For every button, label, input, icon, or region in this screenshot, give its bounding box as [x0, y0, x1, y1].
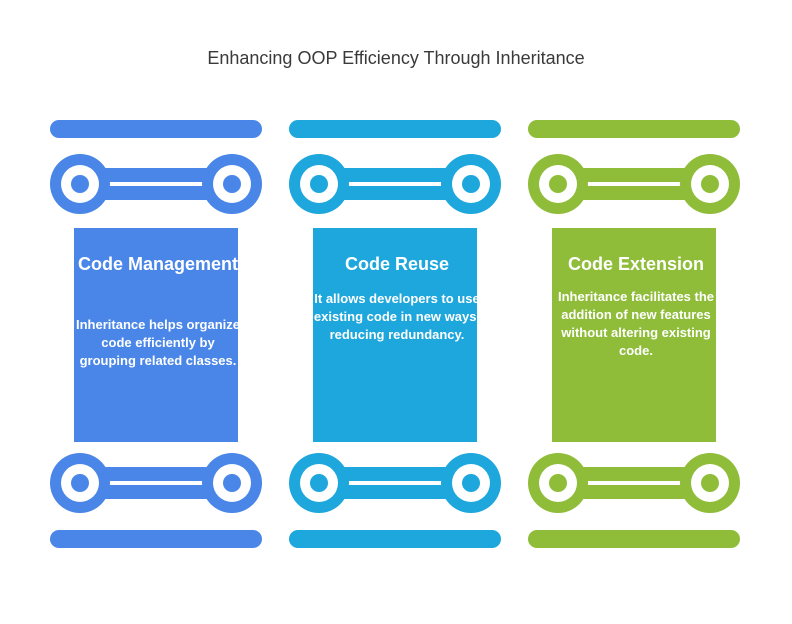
roller-knob-bottom-right [223, 474, 241, 492]
pillar-top-bar [289, 120, 501, 138]
roller-knob-bottom-right [701, 474, 719, 492]
roller-knob-bottom-left [549, 474, 567, 492]
pillar-heading: Code Reuse [344, 254, 450, 274]
pillar-bottom-bar [528, 530, 740, 548]
pillar-code-reuse: Code Reuse It allows developers to use e… [289, 118, 505, 552]
pillar-body [74, 228, 238, 442]
roller-knob-top-left [310, 175, 328, 193]
pillar-body [552, 228, 716, 442]
roller-line-bottom [102, 481, 210, 485]
roller-line-top [580, 182, 688, 186]
roller-knob-top-right [462, 175, 480, 193]
pillar-shape [289, 120, 501, 548]
roller-knob-top-left [71, 175, 89, 193]
pillar-heading: Code Extension [567, 254, 705, 274]
pillar-description: It allows developers to use existing cod… [313, 291, 481, 342]
pillar-bottom-bar [50, 530, 262, 548]
pillar-heading: Code Management [77, 254, 239, 274]
pillar-description: Inheritance helps organize code efficien… [76, 317, 240, 368]
diagram-title: Enhancing OOP Efficiency Through Inherit… [207, 48, 585, 68]
roller-line-bottom [341, 481, 449, 485]
pillar-description: Inheritance facilitates the addition of … [557, 289, 715, 358]
roller-knob-bottom-left [71, 474, 89, 492]
roller-knob-top-right [223, 175, 241, 193]
pillar-shape [528, 120, 740, 548]
roller-knob-bottom-right [462, 474, 480, 492]
pillar-body [313, 228, 477, 442]
pillar-code-extension: Code Extension Inheritance facilitates t… [528, 118, 744, 552]
roller-knob-top-left [549, 175, 567, 193]
pillar-code-management: Code Management Inheritance helps organi… [50, 118, 266, 552]
pillar-bottom-bar [289, 530, 501, 548]
roller-line-top [341, 182, 449, 186]
roller-knob-top-right [701, 175, 719, 193]
roller-line-bottom [580, 481, 688, 485]
roller-line-top [102, 182, 210, 186]
pillar-shape [50, 120, 262, 548]
pillar-top-bar [50, 120, 262, 138]
roller-knob-bottom-left [310, 474, 328, 492]
pillar-top-bar [528, 120, 740, 138]
